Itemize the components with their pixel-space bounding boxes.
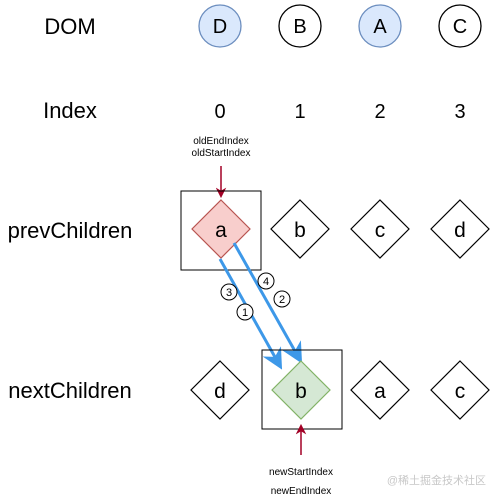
prev-child-label: d	[454, 219, 466, 242]
next-child-a: a	[350, 360, 410, 420]
dom-node-label: C	[453, 16, 467, 38]
next-child-b: b	[271, 360, 331, 420]
step-badge-3: 3	[220, 283, 238, 301]
dom-node-label: D	[213, 16, 227, 38]
watermark: @稀土掘金技术社区	[387, 473, 486, 487]
dom-node-d: D	[198, 4, 242, 48]
row-label-prev-children: prevChildren	[8, 218, 133, 243]
dom-node-c: C	[438, 4, 482, 48]
next-child-label: b	[295, 380, 307, 403]
step-badge-2: 2	[273, 290, 291, 308]
index-label: 2	[374, 101, 385, 123]
dom-node-label: A	[373, 16, 387, 38]
row-label-next-children: nextChildren	[8, 378, 132, 403]
row-label-index: Index	[43, 98, 97, 123]
prev-child-c: c	[350, 199, 410, 259]
new-start-index-label: newStartIndex	[269, 467, 333, 478]
index-label: 3	[454, 101, 465, 123]
step-badge-4: 4	[257, 272, 275, 290]
dom-node-a: A	[358, 4, 402, 48]
next-child-label: d	[214, 380, 226, 403]
index-label: 0	[214, 101, 225, 123]
next-child-label: c	[455, 380, 466, 403]
dom-node-label: B	[293, 16, 306, 38]
old-start-index-label: oldStartIndex	[192, 148, 251, 159]
next-child-c: c	[430, 360, 490, 420]
prev-child-a: a	[191, 199, 251, 259]
old-start-highlight-box	[180, 190, 262, 271]
index-label: 1	[294, 101, 305, 123]
old-end-index-label: oldEndIndex	[193, 136, 249, 147]
prev-child-b: b	[270, 199, 330, 259]
new-end-index-label: newEndIndex	[271, 486, 332, 497]
comparison-arrow-upper	[232, 242, 303, 364]
prev-child-label: c	[375, 219, 386, 242]
step-badge-label: 2	[279, 294, 285, 306]
prev-child-label: a	[215, 219, 227, 242]
row-label-dom: DOM	[44, 14, 95, 39]
next-child-d: d	[190, 360, 250, 420]
step-badge-label: 3	[226, 287, 232, 299]
dom-node-b: B	[278, 4, 322, 48]
prev-child-d: d	[430, 199, 490, 259]
step-badge-label: 1	[242, 307, 248, 319]
step-badge-label: 4	[263, 276, 269, 288]
step-badge-1: 1	[236, 303, 254, 321]
next-child-label: a	[374, 380, 386, 403]
prev-child-label: b	[294, 219, 306, 242]
